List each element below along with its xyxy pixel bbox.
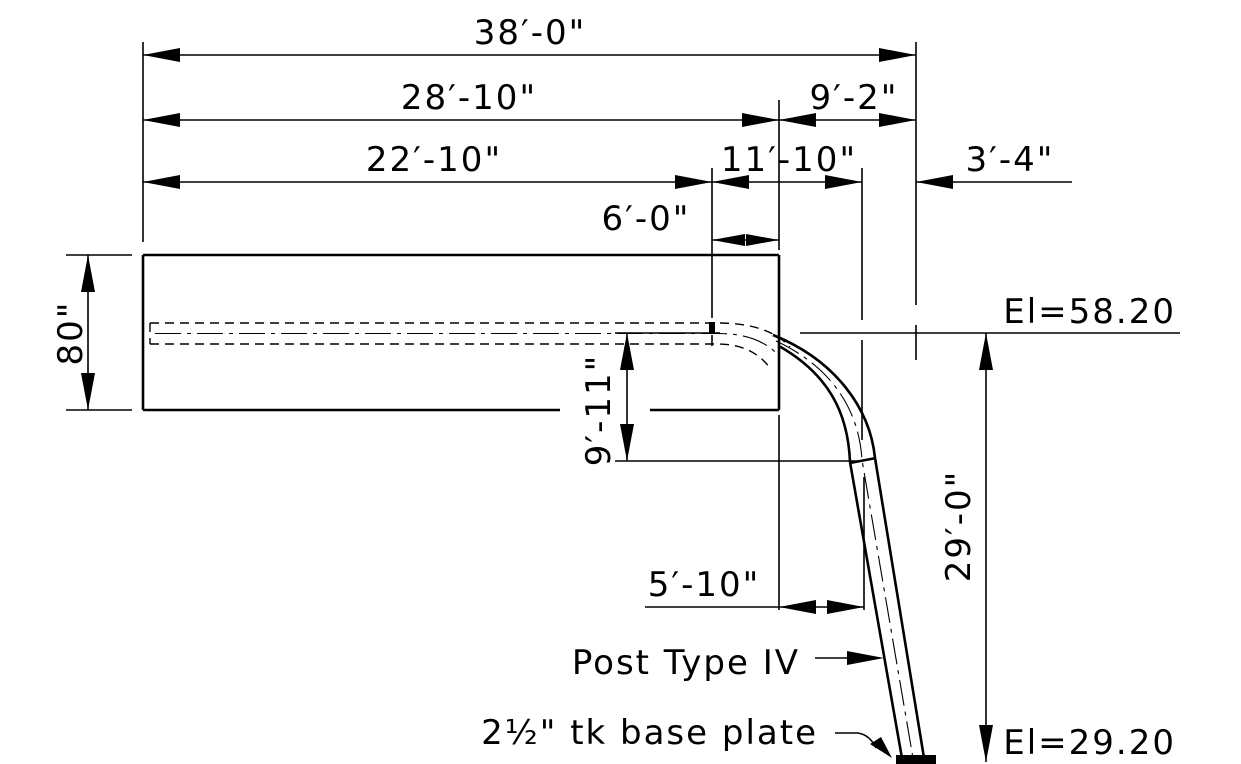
dim-11-10: 11′-10" (721, 140, 857, 180)
dim-29-0: 29′-0" (939, 470, 979, 583)
dim-9-2: 9′-2" (810, 78, 899, 118)
dim-6-0: 6′-0" (602, 199, 691, 239)
dim-38-0: 38′-0" (474, 13, 587, 53)
dim-22-10: 22′-10" (366, 140, 502, 180)
dim-5-10: 5′-10" (648, 565, 761, 605)
dimension-lines (81, 48, 993, 762)
elevation-top: El=58.20 (1003, 292, 1176, 332)
dim-9-11: 9′-11" (579, 354, 619, 467)
elevation-bottom: El=29.20 (1003, 723, 1176, 763)
splice-marker (709, 322, 715, 334)
callout-base-plate: 2½" tk base plate (481, 713, 818, 753)
main-body (141, 253, 781, 412)
extension-lines (66, 42, 1180, 610)
post-type-iv (772, 333, 936, 764)
bend-joint (849, 456, 877, 465)
base-plate (896, 755, 936, 764)
dim-80: 80" (51, 301, 91, 366)
embedded-pipe (149, 322, 791, 369)
dim-3-4: 3′-4" (966, 140, 1055, 180)
dim-28-10: 28′-10" (401, 78, 537, 118)
callout-post-type: Post Type IV (572, 643, 800, 683)
